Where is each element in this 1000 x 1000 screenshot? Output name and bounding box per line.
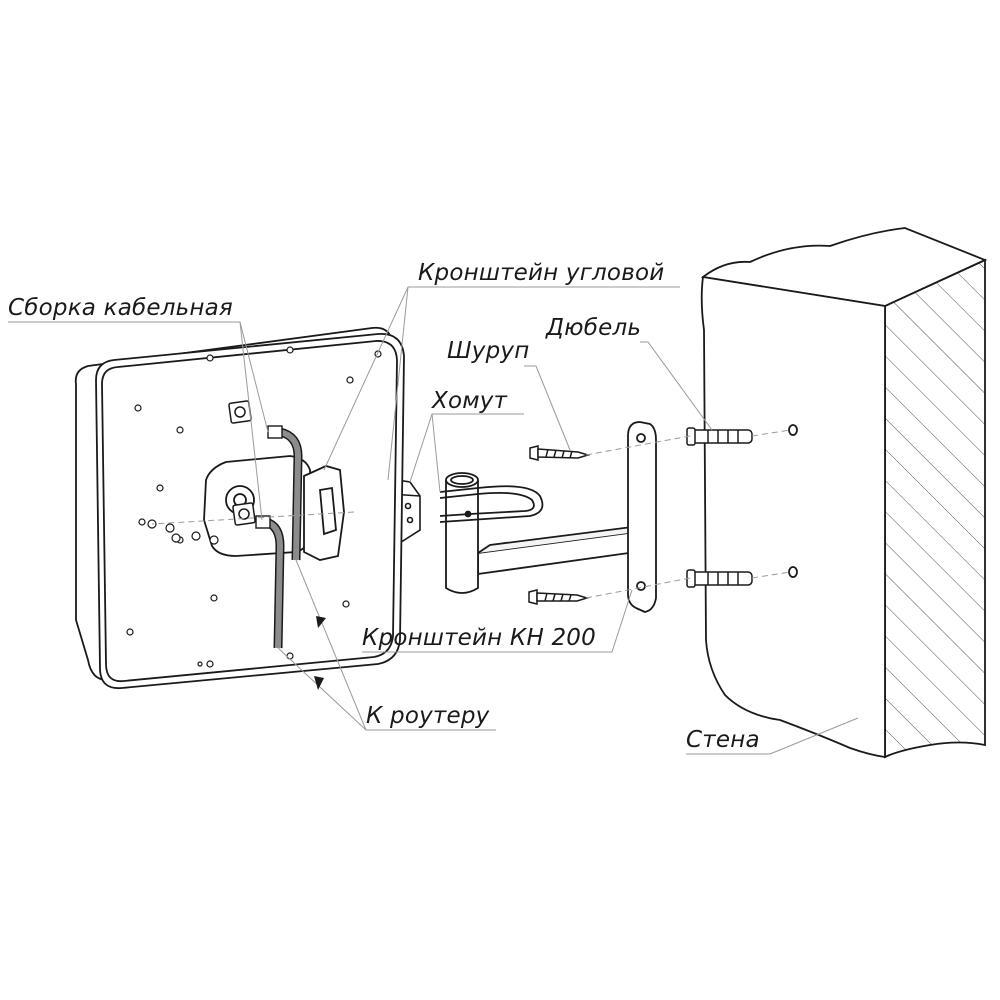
- clamp: [439, 485, 544, 523]
- bracket-wall-plate: [627, 421, 657, 613]
- wall-side-face: [884, 258, 986, 759]
- router-arrows: [314, 616, 326, 690]
- screw-upper: [529, 445, 591, 461]
- arrow-down-icon: [316, 616, 326, 628]
- connector-upper: [228, 400, 252, 424]
- dowel-upper: [686, 427, 753, 446]
- label-wall: Стена: [686, 727, 760, 753]
- arrow-down-icon: [314, 676, 324, 690]
- panel-screws: [126, 346, 382, 668]
- nuts: [147, 519, 219, 545]
- wall-top-face: [700, 227, 988, 307]
- label-dowel: Дюбель: [546, 315, 642, 341]
- wall-hole-upper: [788, 424, 798, 436]
- cable-assembly: [255, 425, 303, 649]
- label-clamp: Хомут: [432, 388, 508, 414]
- wall: [700, 227, 988, 759]
- wall-front-face: [700, 275, 886, 759]
- screw-lower: [528, 589, 590, 605]
- bracket-pipe: [445, 480, 479, 594]
- leader-lines: [8, 286, 859, 755]
- label-bracket-kn200: Кронштейн КН 200: [362, 625, 596, 651]
- antenna-panel: [74, 326, 405, 690]
- label-corner-bracket: Кронштейн угловой: [418, 260, 665, 286]
- label-to-router: К роутеру: [366, 703, 490, 729]
- dowel-lower: [686, 569, 753, 588]
- label-cable-assembly: Сборка кабельная: [8, 295, 233, 321]
- connector-lower: [232, 502, 256, 526]
- wall-hole-lower: [788, 566, 798, 578]
- bracket-kn200: [445, 421, 657, 613]
- label-screw: Шуруп: [447, 338, 530, 364]
